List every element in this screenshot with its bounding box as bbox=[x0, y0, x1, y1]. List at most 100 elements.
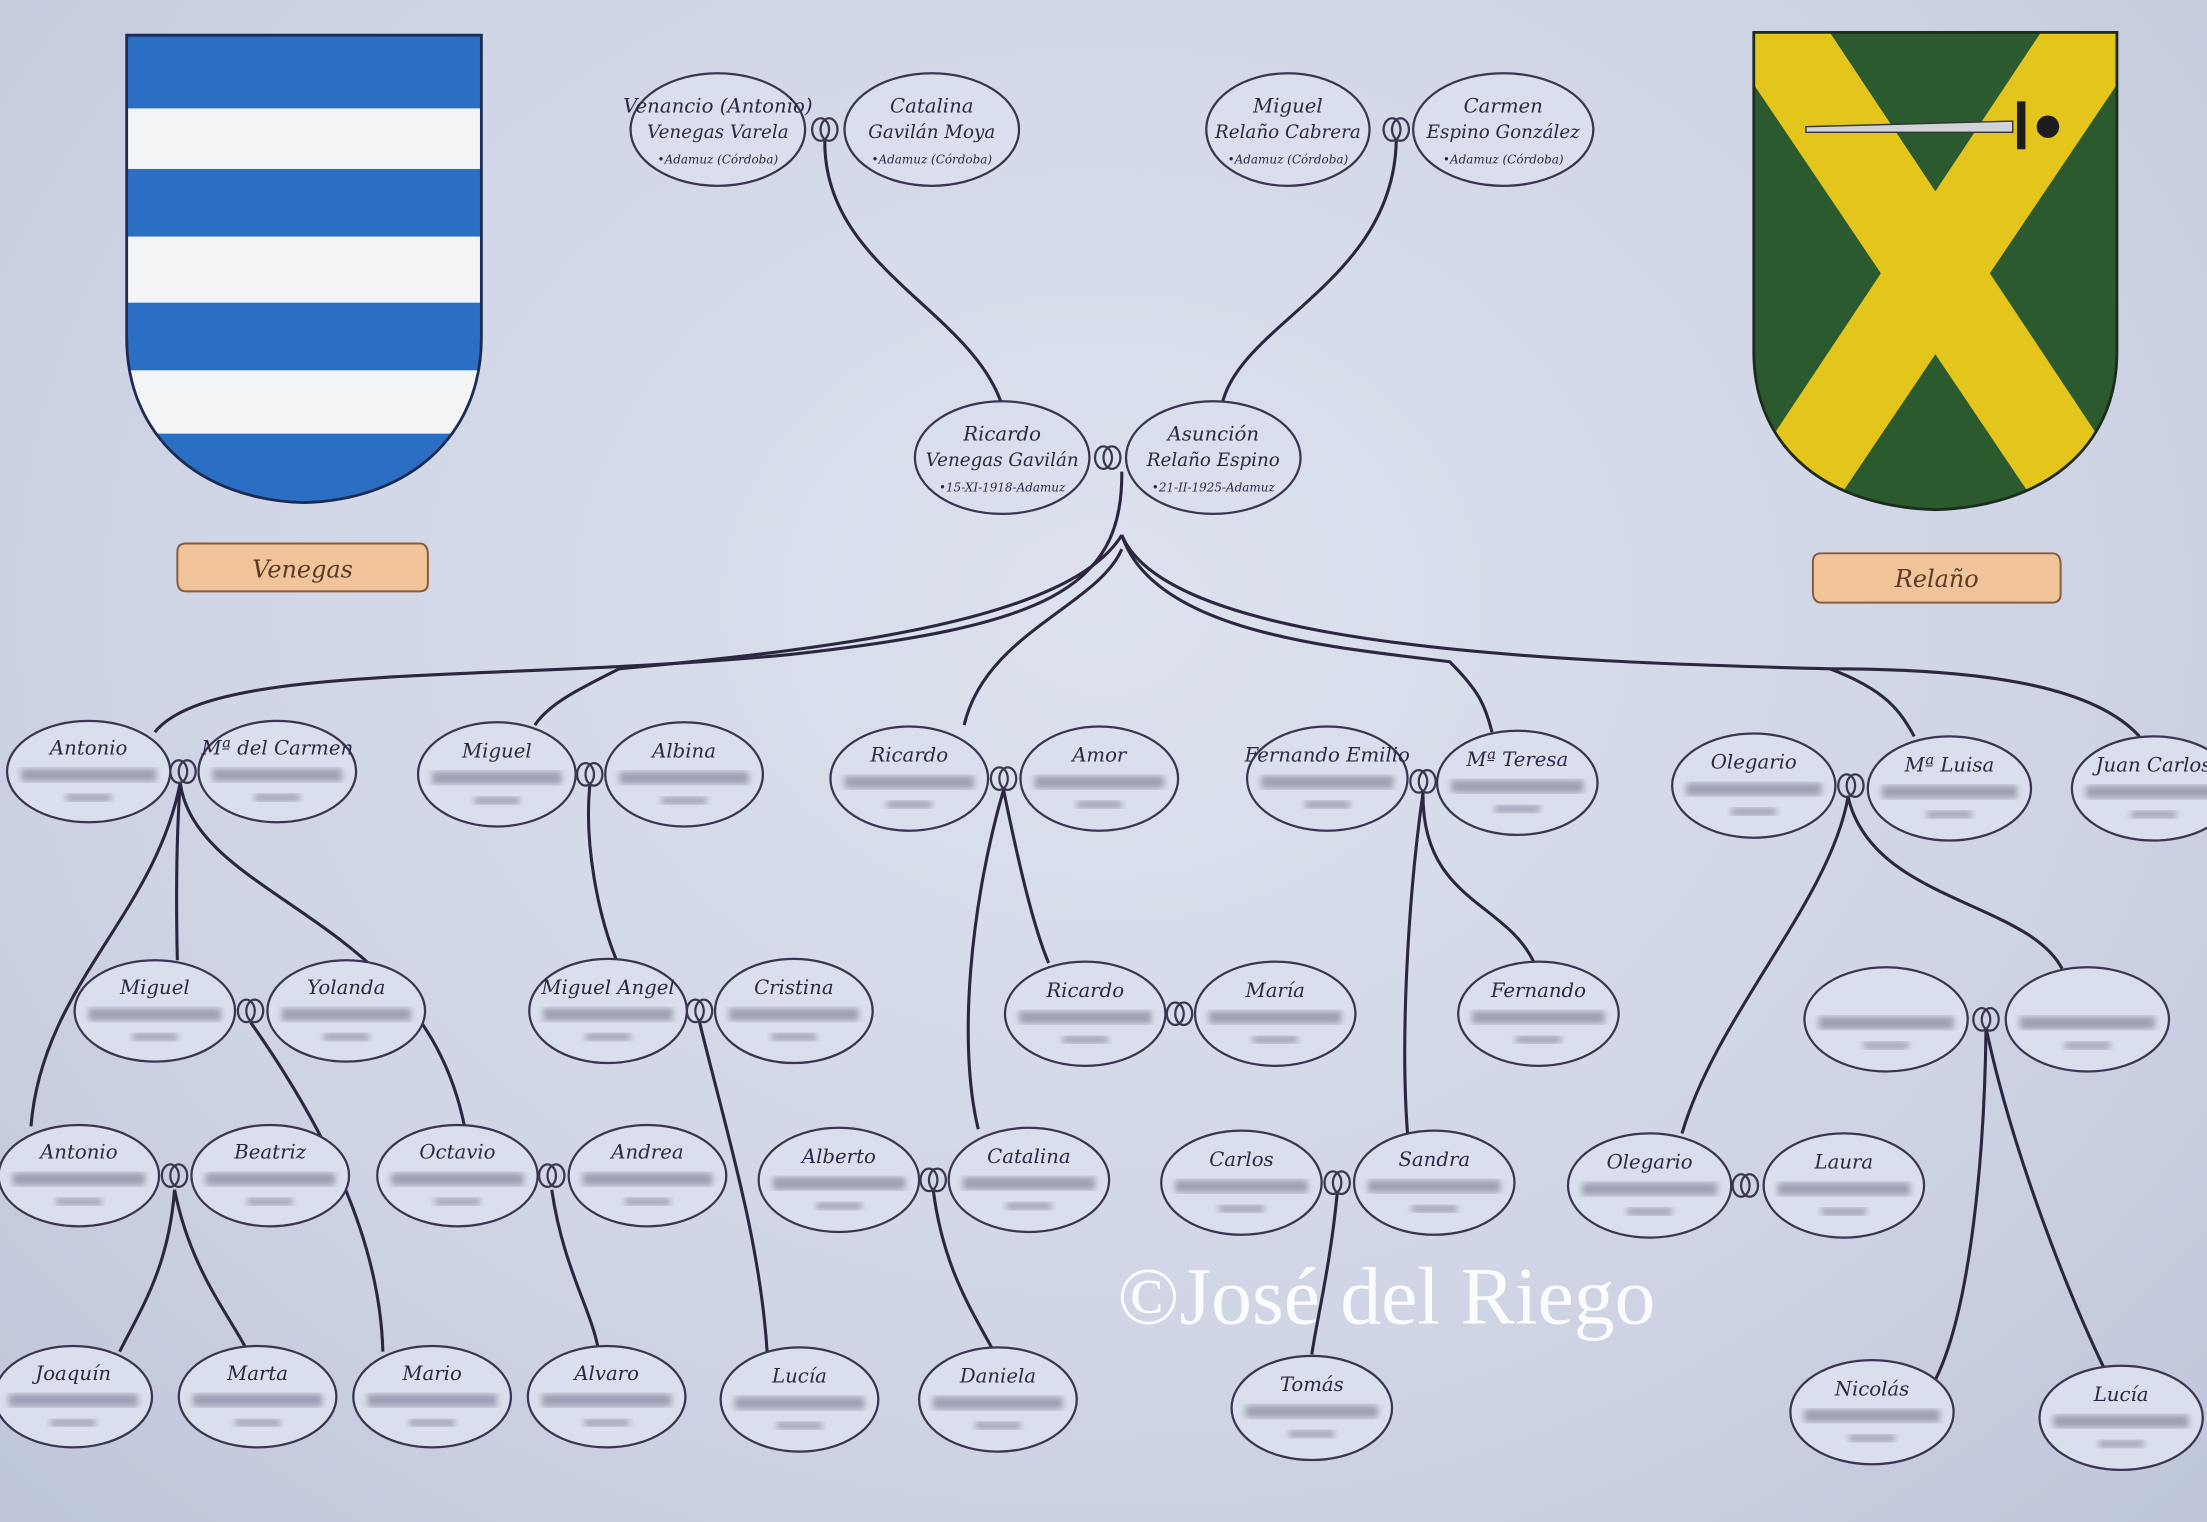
blurred-surname bbox=[541, 1393, 672, 1407]
blurred-date bbox=[661, 796, 707, 804]
person-node: Laura bbox=[1762, 1132, 1926, 1239]
person-first-name: Olegario bbox=[1607, 1151, 1693, 1174]
blurred-date bbox=[1076, 801, 1122, 809]
blurred-date bbox=[1849, 1434, 1895, 1442]
person-node: Ricardo bbox=[829, 725, 990, 832]
blurred-surname bbox=[1034, 775, 1165, 789]
blurred-surname bbox=[1261, 775, 1394, 789]
blurred-date bbox=[66, 794, 112, 802]
blurred-date bbox=[254, 794, 300, 802]
blurred-date bbox=[816, 1202, 862, 1210]
person-first-name: Catalina bbox=[987, 1145, 1070, 1168]
blurred-surname bbox=[1368, 1179, 1501, 1193]
person-node: María bbox=[1193, 960, 1357, 1067]
person-node: Miguel Angel bbox=[528, 957, 688, 1065]
person-node: Catalina bbox=[947, 1126, 1111, 1234]
person-node: Mario bbox=[352, 1344, 513, 1449]
person-first-name: Juan Carlos bbox=[2092, 754, 2207, 777]
blurred-date bbox=[1731, 808, 1777, 816]
person-node: Antonio bbox=[0, 1123, 161, 1228]
person-node: Olegario bbox=[1671, 732, 1837, 839]
person-first-name: Miguel bbox=[119, 976, 190, 999]
blurred-surname bbox=[543, 1008, 673, 1021]
person-node: Joaquín bbox=[0, 1344, 154, 1449]
ring-icon bbox=[1390, 117, 1411, 142]
blurred-date bbox=[1926, 810, 1972, 819]
ring-icon bbox=[160, 1163, 180, 1189]
blurred-surname bbox=[212, 768, 343, 782]
blurred-date bbox=[235, 1419, 281, 1427]
ring-icon bbox=[1331, 1170, 1351, 1196]
blurred-date bbox=[1218, 1205, 1264, 1213]
blurred-date bbox=[886, 801, 932, 809]
person-node: Venancio (Antonio)Venegas Varela•Adamuz … bbox=[623, 72, 813, 187]
person-oval bbox=[1205, 72, 1371, 187]
person-node: Marta bbox=[177, 1344, 338, 1449]
person-node: Mª Luisa bbox=[1866, 735, 2033, 842]
ring-icon bbox=[575, 761, 596, 787]
person-first-name: Carlos bbox=[1209, 1148, 1273, 1171]
relano-scroll: Relaño bbox=[1811, 552, 2062, 604]
venegas-label: Venegas bbox=[252, 555, 353, 583]
blurred-surname bbox=[205, 1172, 335, 1186]
blurred-date bbox=[1289, 1430, 1335, 1438]
ring-icon bbox=[1323, 1170, 1343, 1196]
marriage-rings bbox=[160, 117, 2000, 1198]
blurred-surname bbox=[734, 1396, 865, 1410]
person-first-name: Yolanda bbox=[307, 976, 385, 999]
blurred-surname bbox=[1804, 1409, 1940, 1423]
ring-icon bbox=[584, 761, 604, 787]
person-first-name: Marta bbox=[226, 1362, 288, 1385]
person-first-name: Ricardo bbox=[962, 423, 1041, 446]
blurred-surname bbox=[1451, 780, 1584, 793]
blurred-surname bbox=[2085, 785, 2207, 799]
person-node: Miguel bbox=[416, 721, 577, 828]
person-first-name: Ricardo bbox=[869, 744, 948, 767]
blurred-surname bbox=[1245, 1405, 1378, 1418]
ring-icon bbox=[998, 766, 1018, 791]
blurred-date bbox=[1252, 1036, 1298, 1044]
person-surname: Gavilán Moya bbox=[868, 122, 995, 143]
person-node: Yolanda bbox=[266, 959, 427, 1063]
person-node: Antonio bbox=[5, 719, 172, 824]
person-birth: •Adamuz (Córdoba) bbox=[658, 152, 779, 166]
person-node: Albina bbox=[604, 721, 765, 828]
person-first-name: Alvaro bbox=[572, 1362, 639, 1385]
ring-icon bbox=[1845, 773, 1865, 799]
person-node: Mª del Carmen bbox=[197, 719, 358, 824]
blurred-date bbox=[247, 1198, 293, 1206]
person-node: Miguel bbox=[73, 959, 237, 1063]
person-first-name: Mª Luisa bbox=[1904, 754, 1995, 777]
blurred-date bbox=[975, 1422, 1021, 1430]
blurred-date bbox=[1494, 805, 1540, 813]
person-oval bbox=[1124, 400, 1302, 516]
person-oval bbox=[1412, 72, 1595, 187]
person-birth: •21-II-1925-Adamuz bbox=[1152, 480, 1276, 494]
blurred-date bbox=[584, 1419, 630, 1427]
person-surname: Relaño Cabrera bbox=[1214, 122, 1361, 143]
person-node: Lucía bbox=[2038, 1364, 2204, 1472]
ring-icon bbox=[1972, 1006, 1992, 1032]
person-first-name: Laura bbox=[1814, 1151, 1874, 1174]
person-first-name: Asunción bbox=[1166, 423, 1260, 446]
ring-icon bbox=[1165, 1001, 1185, 1027]
person-first-name: Antonio bbox=[48, 737, 127, 760]
blurred-surname bbox=[962, 1177, 1096, 1190]
person-first-name: Beatriz bbox=[233, 1141, 306, 1164]
blurred-surname bbox=[367, 1393, 497, 1407]
person-surname: Venegas Gavilán bbox=[926, 450, 1079, 471]
blurred-surname bbox=[772, 1177, 906, 1190]
blurred-date bbox=[56, 1198, 102, 1206]
blurred-surname bbox=[1881, 785, 2017, 799]
blurred-date bbox=[1821, 1208, 1867, 1216]
person-node: Alvaro bbox=[526, 1344, 687, 1449]
person-first-name: Venancio (Antonio) bbox=[623, 95, 812, 118]
blurred-surname bbox=[21, 768, 157, 782]
person-birth: •15-XI-1918-Adamuz bbox=[939, 480, 1066, 494]
blurred-date bbox=[434, 1198, 480, 1206]
blurred-surname bbox=[1818, 1016, 1954, 1030]
person-first-name: Octavio bbox=[419, 1141, 495, 1164]
person-node: Daniela bbox=[917, 1346, 1078, 1453]
